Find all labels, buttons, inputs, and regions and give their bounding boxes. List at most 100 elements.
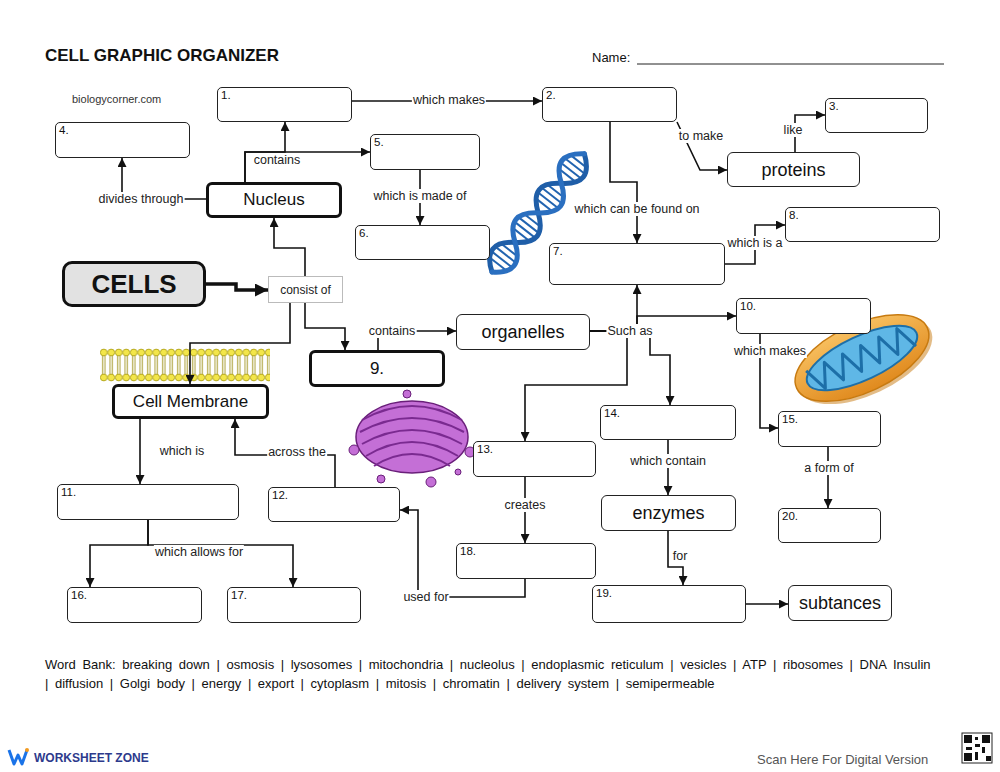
worksheet-title: CELL GRAPHIC ORGANIZER [45, 46, 279, 66]
box-text: 10. [740, 300, 756, 313]
connector-arrow [235, 419, 335, 487]
mitochondrion-illustration-part [806, 324, 916, 392]
answer-box: 3. [825, 98, 928, 133]
golgi-illustration [349, 390, 475, 487]
membrane-illustration [100, 348, 270, 382]
answer-box: 1. [217, 87, 352, 122]
box-text: 18. [460, 545, 476, 558]
logo-icon-part [9, 750, 27, 764]
qr-code [962, 733, 992, 763]
qr-code-part [975, 752, 978, 760]
qr-code-part [962, 733, 992, 763]
answer-box: 14. [600, 405, 736, 440]
connector-arrow [190, 303, 290, 384]
golgi-illustration-part [377, 475, 385, 483]
answer-box: 8. [785, 207, 940, 242]
golgi-illustration-part [455, 469, 461, 475]
connector-arrow [352, 100, 542, 102]
qr-code-part [966, 747, 972, 750]
connector-label: which is [159, 444, 205, 458]
membrane-illustration-part [100, 348, 270, 382]
connector-arrow [725, 225, 785, 264]
answer-box: 2. [542, 87, 677, 122]
qr-code-part [975, 737, 978, 740]
golgi-illustration-part [349, 445, 359, 455]
key-concept-box: Cell Membrane [112, 384, 269, 419]
concept-box: organelles [456, 314, 590, 350]
connector-label: to make [678, 129, 724, 143]
connector-arrow [524, 477, 526, 543]
answer-box: 5. [370, 134, 480, 170]
answer-box: 7. [549, 243, 725, 285]
box-text: 6. [359, 227, 369, 240]
connector-arrow [795, 115, 825, 152]
answer-box: 20. [778, 508, 881, 543]
key-concept-box: 9. [309, 350, 445, 387]
box-text: consist of [280, 283, 331, 297]
connector-label: which makes [412, 93, 486, 107]
connector-arrow [667, 440, 669, 495]
answer-box: 4. [55, 122, 190, 158]
link-box: consist of [268, 276, 343, 303]
key-concept-box: Nucleus [206, 182, 342, 218]
connector-label: across the [267, 445, 327, 459]
box-text: CELLS [91, 269, 176, 299]
connector-arrow [148, 520, 293, 587]
concept-box: enzymes [601, 495, 736, 531]
box-text: 9. [370, 359, 384, 379]
answer-box: 13. [473, 441, 596, 477]
box-text: Cell Membrane [133, 392, 248, 412]
box-text: organelles [481, 322, 564, 342]
box-text: proteins [761, 160, 825, 180]
box-text: 20. [782, 510, 798, 523]
dna-illustration-part-part [492, 251, 512, 267]
golgi-illustration-part [426, 477, 436, 487]
box-text: 2. [546, 89, 556, 102]
qr-code-part [964, 735, 972, 743]
answer-box: 17. [227, 587, 361, 623]
connector-arrow [206, 284, 268, 290]
answer-box: 19. [592, 585, 746, 623]
connector-label: for [672, 549, 689, 563]
connector-label: which makes [733, 344, 807, 358]
dna-illustration-part-part [495, 247, 515, 263]
box-text: 19. [596, 587, 612, 600]
box-text: subtances [799, 593, 881, 613]
box-text: 16. [71, 589, 87, 602]
connector-arrow [677, 122, 727, 170]
answer-box: 6. [355, 225, 490, 260]
connector-arrow [378, 331, 456, 350]
box-text: Nucleus [243, 190, 304, 210]
logo-icon-part [25, 748, 29, 752]
answer-box: 12. [268, 487, 400, 522]
connector-arrow [610, 122, 637, 243]
connector-arrow [746, 603, 788, 605]
connector-arrow [274, 218, 305, 276]
qr-code-part [975, 744, 980, 747]
connector-arrow [590, 316, 736, 331]
golgi-illustration-part [403, 390, 411, 398]
concept-box: subtances [788, 585, 892, 621]
answer-box: 18. [456, 543, 596, 579]
box-text: 15. [782, 413, 798, 426]
answer-box: 10. [736, 298, 871, 334]
answer-box: 16. [67, 587, 202, 623]
connector-arrow [590, 285, 637, 331]
scan-note: Scan Here For Digital Version [757, 752, 928, 767]
connector-label: which allows for [154, 545, 244, 559]
box-text: 14. [604, 407, 620, 420]
main-topic-box: CELLS [62, 261, 206, 307]
word-bank: Word Bank: breaking down | osmosis | lys… [45, 655, 935, 693]
connector-arrow [590, 331, 670, 405]
name-line [637, 64, 944, 65]
answer-box: 11. [57, 484, 239, 520]
qr-code-part [964, 753, 972, 761]
publisher-logo: WORKSHEET ZONE [34, 751, 149, 765]
box-text: 11. [61, 486, 76, 499]
box-text: 1. [221, 89, 231, 102]
connector-arrow [827, 447, 829, 508]
connector-arrow [668, 531, 683, 585]
source-credit: biologycorner.com [72, 93, 161, 105]
